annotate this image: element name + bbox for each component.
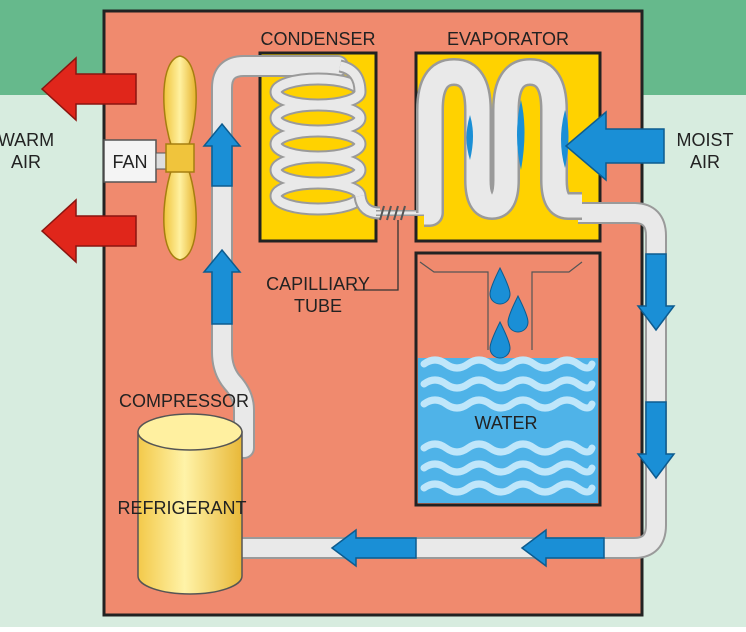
- evaporator-coil: [416, 58, 582, 227]
- moist-air-label-line2: AIR: [690, 152, 720, 172]
- water-drop-icon: [489, 266, 511, 305]
- compressor-label: COMPRESSOR: [119, 391, 249, 411]
- blue-arrow-left-icon: [564, 110, 665, 182]
- water-label: WATER: [475, 413, 538, 433]
- condenser-label: CONDENSER: [260, 29, 375, 49]
- red-arrow-left-icon: [40, 198, 137, 264]
- moist-air-label-line1: MOIST: [677, 130, 734, 150]
- blue-arrow-icon: [636, 253, 676, 332]
- condenser-coil: [269, 59, 381, 220]
- blue-arrow-icon: [330, 528, 417, 568]
- water-drop-icon: [507, 294, 529, 333]
- red-arrow-left-icon: [40, 56, 137, 122]
- refrigerant-label: REFRIGERANT: [117, 498, 246, 518]
- blue-arrow-icon: [202, 122, 242, 187]
- evaporator-label: EVAPORATOR: [447, 29, 569, 49]
- capillary-tube-label-line2: TUBE: [294, 296, 342, 316]
- warm-air-label-line1: WARM: [0, 130, 54, 150]
- warm-air-label-line2: AIR: [11, 152, 41, 172]
- blue-arrow-icon: [520, 528, 605, 568]
- refrigerant-pipe: [211, 55, 667, 559]
- fan-label: FAN: [112, 152, 147, 172]
- fan-blade-icon: [163, 55, 197, 261]
- fan: [103, 55, 197, 261]
- capillary-tube-label-line1: CAPILLIARY: [266, 274, 370, 294]
- water-drop-icon: [489, 320, 511, 359]
- blue-arrow-icon: [202, 248, 242, 325]
- fan-motor-box: [103, 139, 157, 183]
- blue-arrow-icon: [636, 401, 676, 480]
- compressor: [137, 413, 243, 595]
- capillary-leader-line: [354, 220, 399, 291]
